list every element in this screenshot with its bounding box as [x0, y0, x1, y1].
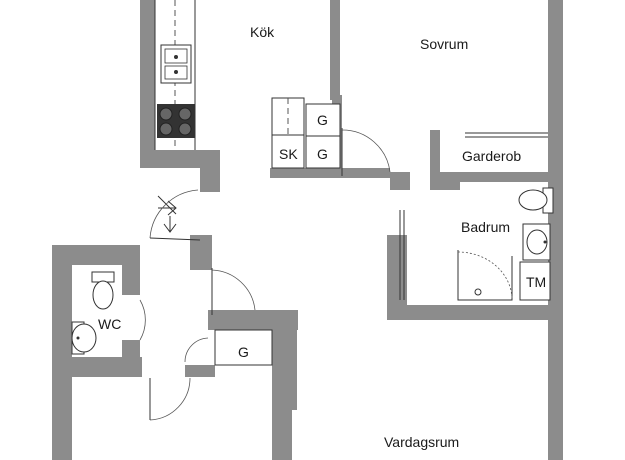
sink-icon [160, 44, 192, 84]
walls [52, 0, 563, 460]
room-label-wc: WC [98, 316, 121, 332]
room-label-vardagsrum: Vardagsrum [384, 434, 459, 450]
hall-closet [214, 329, 273, 366]
stove-icon [157, 104, 195, 138]
fixture-label-tm: TM [526, 274, 546, 290]
bathroom-fixtures [399, 187, 554, 301]
room-label-badrum: Badrum [461, 219, 510, 235]
fixture-label-sk: SK [279, 146, 298, 162]
door-swing-icon [341, 128, 391, 176]
wc-fixtures [71, 271, 115, 355]
kitchen-appliance-block [271, 97, 341, 169]
fixture-label-g: G [238, 344, 249, 360]
room-label-garderob: Garderob [462, 148, 521, 164]
fixture-label-g: G [317, 112, 328, 128]
toilet-icon [91, 271, 115, 310]
wardrobe-rail [465, 132, 548, 138]
entrance-arrow-icon [149, 189, 201, 241]
room-label-kok: Kök [250, 24, 275, 40]
fixture-label-g: G [317, 146, 328, 162]
washbasin-icon [71, 321, 97, 355]
washbasin-icon [522, 223, 551, 261]
door-swing-icon [139, 268, 256, 421]
room-label-sovrum: Sovrum [420, 36, 468, 52]
toilet-icon [518, 187, 554, 214]
shower-icon [457, 250, 513, 301]
